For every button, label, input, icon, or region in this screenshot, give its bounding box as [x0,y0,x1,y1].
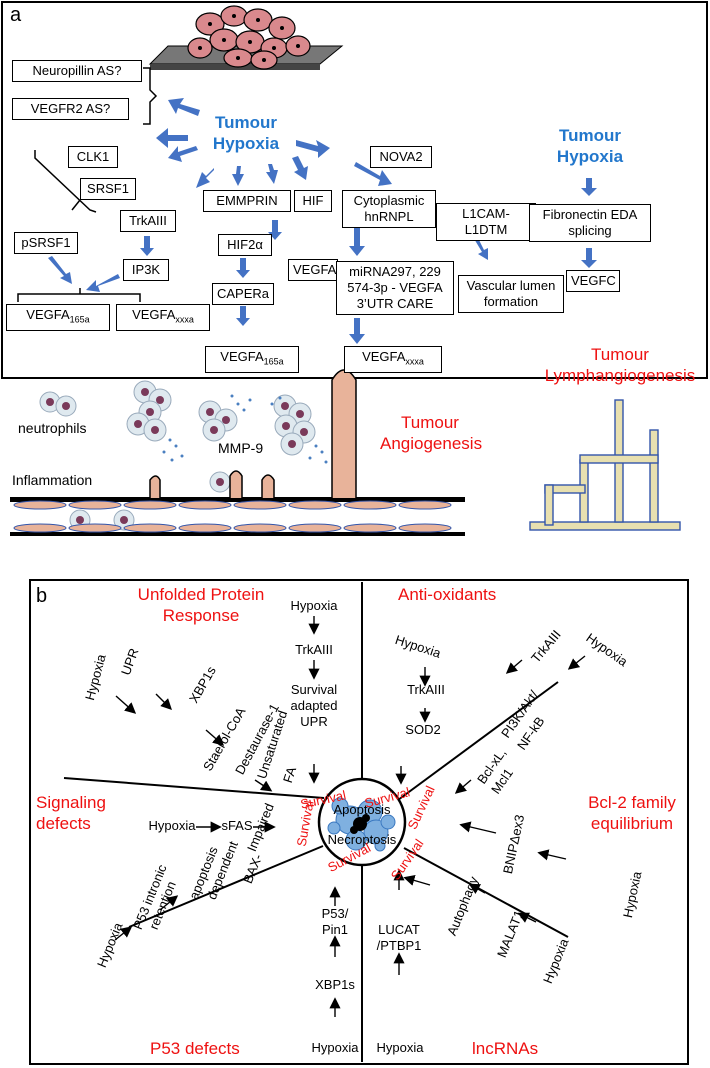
lucat-line: LUCAT [378,922,420,937]
antiox-sod2: SOD2 [405,722,441,737]
mmp9-label: MMP-9 [218,440,264,456]
signaling-hypoxia: Hypoxia [148,818,196,833]
neuropillin-as-box: Neuropillin AS? [12,60,142,82]
panel-b-dividers [63,582,569,1062]
lucat-line: /PTBP1 [376,938,422,953]
tumour-tissue-icon [148,5,344,70]
survival-adapted-upr-line: UPR [300,714,328,729]
vegfa-subscript: 165a [69,314,90,325]
signaling-defects-title: Signaling defects [36,793,106,833]
p53-pin1-line: P53/ [321,906,349,921]
survival-adapted-upr-line: Survival [290,682,338,697]
neutrophil-icons [39,380,328,531]
survival-adapted-upr: Survival adapted UPR [284,682,344,730]
bcl2-section-title: Bcl-2 family equilibrium [588,793,676,833]
panel-a-letter: a [10,4,22,26]
lucat-ptbp1: LUCAT /PTBP1 [366,922,432,954]
panel-b-letter: b [36,585,48,607]
inflammation-label: Inflammation [12,472,93,488]
psrsf1-box: pSRSF1 [14,232,78,254]
upr-hypoxia: Hypoxia [290,598,338,613]
cytoplasmic-hnrnpl-box: Cytoplasmic hnRNPL [342,190,436,228]
vegfa-text: VEGFA [220,349,264,364]
survival-adapted-upr-line: adapted [290,698,338,713]
vegfa-subscript: xxxa [405,356,424,367]
vegfa-subscript: xxxa [175,314,194,325]
brace-as [143,67,158,125]
neutrophils-label: neutrophils [18,420,87,436]
vegfa-text: VEGFA [362,349,406,364]
vegfaxxxa-box-center: VEGFAxxxa [344,346,442,373]
vegfa-box: VEGFA [288,259,338,281]
signaling-sfas: sFAS [221,818,253,833]
mirna-box: miRNA297, 229 574-3p - VEGFA 3’UTR CARE [336,261,454,315]
trkaiii-box-a: TrkAIII [120,210,176,232]
vegfa-text: VEGFA [132,307,176,322]
vegfa-subscript: 165a [263,356,284,367]
vegfa-text: VEGFA [26,307,70,322]
clk1-box: CLK1 [68,146,118,168]
l1cam-box: L1CAM-L1DTM [436,203,536,241]
srsf1-box: SRSF1 [80,178,136,200]
hif-box: HIF [294,190,332,212]
capera-box: CAPERa [212,283,274,305]
vegfr2-as-box: VEGFR2 AS? [12,98,129,120]
tumour-angiogenesis-label: Tumour Angiogenesis [380,413,483,453]
antiox-trkaiii: TrkAIII [407,682,445,697]
tumour-hypoxia-center-label: Tumour Hypoxia [212,113,280,153]
vegfa165a-box-center: VEGFA165a [205,346,299,373]
black-arrows [114,616,586,1017]
hif2a-box: HIF2α [218,234,272,256]
p53-bottom-hypoxia: Hypoxia [311,1040,359,1055]
tumour-lymphangiogenesis-label: Tumour Lymphangiogenesis [544,345,696,385]
p53-xbp1s: XBP1s [315,977,355,992]
upr-section-title: Unfolded Protein Response [137,585,265,625]
nova2-box: NOVA2 [370,146,432,168]
tumour-hypoxia-right-label: Tumour Hypoxia [556,126,624,166]
p53-defects-title: P53 defects [150,1039,240,1058]
p53-pin1-line: Pin1 [321,922,349,937]
upr-trkaiii: TrkAIII [295,642,333,657]
lncrnas-title: lncRNAs [472,1039,539,1058]
ip3k-box: IP3K [123,259,169,281]
fibronectin-box: Fibronectin EDA splicing [529,204,651,242]
brace-vegfa [17,288,141,302]
vascular-lumen-box: Vascular lumen formation [458,275,564,313]
antioxidants-section-title: Anti-oxidants [398,585,497,604]
lymphatic-vessel-icon [529,399,681,531]
blood-vessel-icon [10,369,465,536]
panel-b-frame [29,579,689,1065]
brace-clk [34,150,97,213]
vegfc-box: VEGFC [566,270,620,292]
cell-death-icon [327,797,396,852]
vegfaxxxa-box-left: VEGFAxxxa [116,304,210,331]
apoptosis-label: Apoptosis [333,802,391,817]
vegfa165a-box-left: VEGFA165a [6,304,110,331]
lncrna-hypoxia: Hypoxia [376,1040,424,1055]
emmprin-box: EMMPRIN [203,190,291,212]
p53-pin1: P53/ Pin1 [310,906,360,938]
necroptosis-label: Necroptosis [327,832,397,847]
